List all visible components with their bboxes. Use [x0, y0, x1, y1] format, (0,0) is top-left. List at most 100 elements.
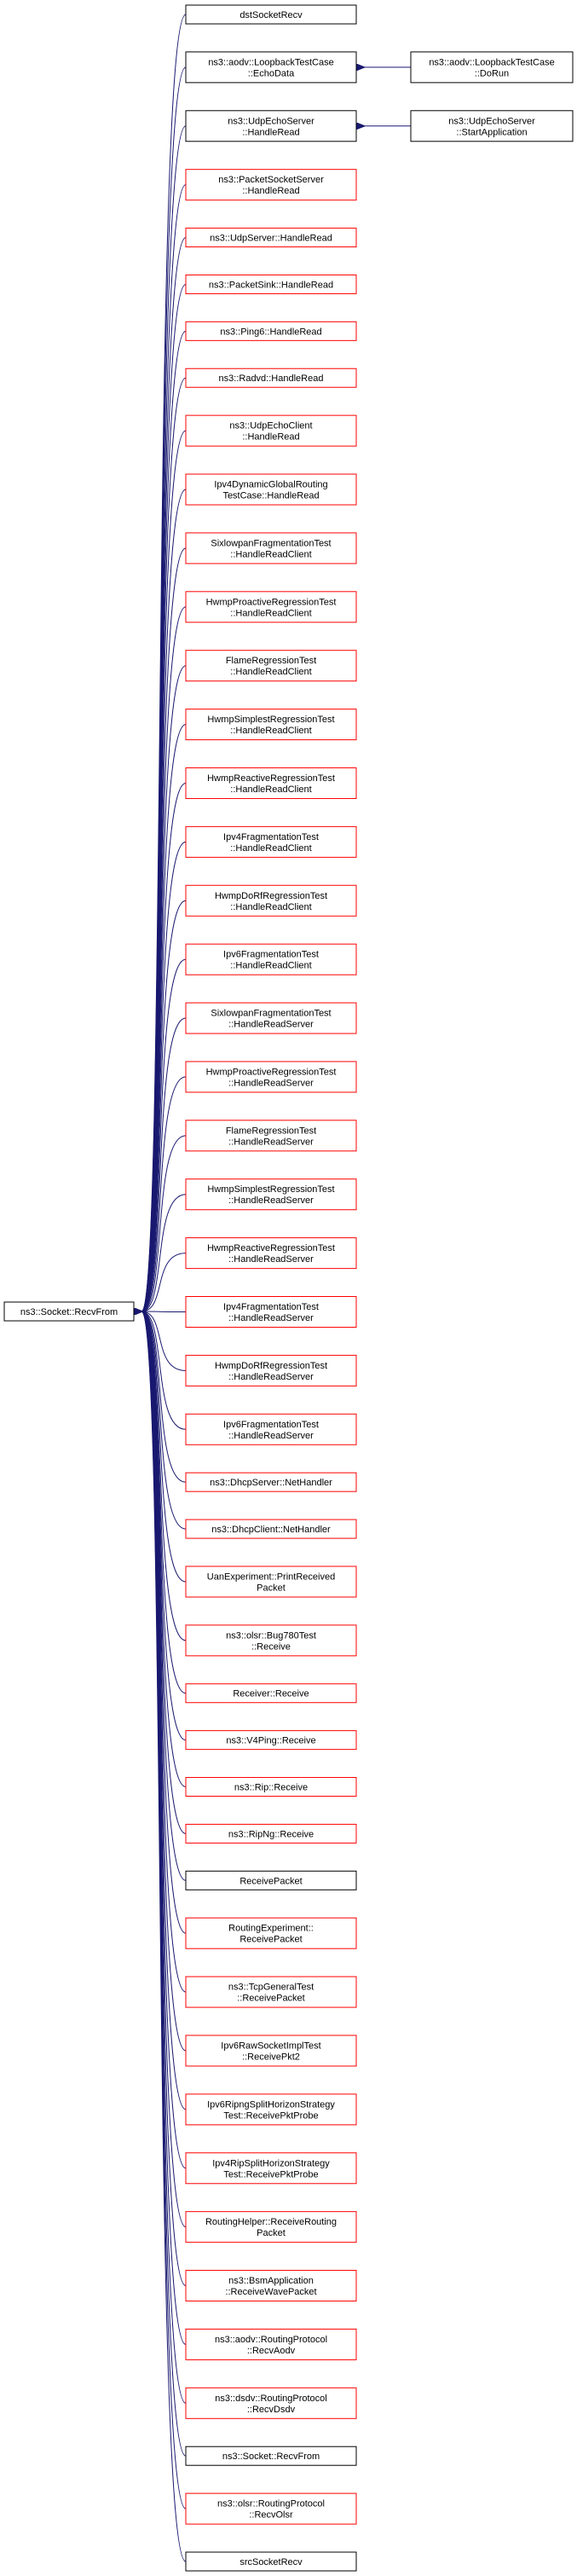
node-label: Test::ReceivePktProbe — [223, 2110, 318, 2121]
node-label: Ipv4FragmentationTest — [223, 832, 319, 842]
caller-node-ns3-udpechoclient-handleread[interactable]: ns3::UdpEchoClient::HandleRead — [185, 414, 357, 447]
caller-node-ns3-olsr-routingprotocol-recvolsr[interactable]: ns3::olsr::RoutingProtocol::RecvOlsr — [185, 2492, 357, 2525]
node-label: ::HandleRead — [242, 432, 299, 443]
node-box — [185, 1917, 357, 1949]
node-box — [185, 2093, 357, 2126]
node-label: ns3::Rip::Receive — [234, 1783, 308, 1793]
caller-node-hwmpdorfregressiontest-handlereadserver[interactable]: HwmpDoRfRegressionTest::HandleReadServer — [185, 1354, 357, 1386]
edge-hwmpsimplestregressiontest-handlereadclient-to-root — [141, 724, 187, 1311]
node-box — [185, 1296, 357, 1328]
caller-node-ns3-packetsocketserver-handleread[interactable]: ns3::PacketSocketServer::HandleRead — [185, 169, 357, 201]
node-label: ::ReceivePkt2 — [242, 2052, 300, 2062]
node-label: ns3::RipNg::Receive — [228, 1829, 314, 1839]
caller-node-routingexperiment-receivepacket[interactable]: RoutingExperiment::ReceivePacket — [185, 1917, 357, 1949]
node-label: Packet — [257, 2228, 286, 2238]
caller-node-ipv6fragmentationtest-handlereadclient[interactable]: Ipv6FragmentationTest::HandleReadClient — [185, 943, 357, 975]
caller-node-flameregressiontest-handlereadclient[interactable]: FlameRegressionTest::HandleReadClient — [185, 650, 357, 682]
node-box — [185, 110, 357, 142]
caller-node-ns3-radvd-handleread[interactable]: ns3::Radvd::HandleRead — [185, 368, 357, 388]
node-label: ReceivePacket — [239, 1935, 302, 1945]
caller-node-ns3-olsr-bug780test-receive[interactable]: ns3::olsr::Bug780Test::Receive — [185, 1624, 357, 1657]
node-label: ns3::dsdv::RoutingProtocol — [215, 2394, 326, 2404]
caller-node-ipv6ripngsplithorizonstrategytest-receivepktprobe[interactable]: Ipv6RipngSplitHorizonStrategyTest::Recei… — [185, 2093, 357, 2126]
node-label: HwmpReactiveRegressionTest — [207, 773, 335, 784]
node-box — [410, 51, 574, 84]
node-label: FlameRegressionTest — [226, 1126, 316, 1136]
caller-node-ipv4ripsplithorizonstrategytest-receivepktprobe[interactable]: Ipv4RipSplitHorizonStrategyTest::Receive… — [185, 2152, 357, 2185]
second-level-node-ns3-udpechoserver-startapplication[interactable]: ns3::UdpEchoServer::StartApplication — [410, 110, 574, 142]
caller-node-ns3-tcpgeneraltest-receivepacket[interactable]: ns3::TcpGeneralTest::ReceivePacket — [185, 1976, 357, 2008]
caller-node-dstsocketrecv[interactable]: dstSocketRecv — [185, 4, 357, 25]
caller-node-ipv4fragmentationtest-handlereadclient[interactable]: Ipv4FragmentationTest::HandleReadClient — [185, 825, 357, 858]
node-label: ::HandleRead — [242, 186, 299, 196]
node-box — [185, 1624, 357, 1657]
caller-node-ns3-bsmapplication-receivewavepacket[interactable]: ns3::BsmApplication::ReceiveWavePacket — [185, 2270, 357, 2302]
caller-node-sixlowpanfragmentationtest-handlereadclient[interactable]: SixlowpanFragmentationTest::HandleReadCl… — [185, 532, 357, 564]
caller-node-ns3-packetsink-handleread[interactable]: ns3::PacketSink::HandleRead — [185, 274, 357, 294]
edge-hwmpsimplestregressiontest-handlereadserver-to-root — [141, 1194, 187, 1311]
caller-node-ns3-v4ping-receive[interactable]: ns3::V4Ping::Receive — [185, 1730, 357, 1751]
second-level-node-ns3-aodv-loopbacktestcase-dorun[interactable]: ns3::aodv::LoopbackTestCase::DoRun — [410, 51, 574, 84]
node-label: ::DoRun — [475, 68, 509, 78]
node-label: ns3::V4Ping::Receive — [226, 1736, 315, 1746]
node-box — [185, 1178, 357, 1211]
caller-node-ns3-ping6-handleread[interactable]: ns3::Ping6::HandleRead — [185, 321, 357, 341]
caller-node-ns3-dhcpclient-nethandler[interactable]: ns3::DhcpClient::NetHandler — [185, 1519, 357, 1539]
caller-node-flameregressiontest-handlereadserver[interactable]: FlameRegressionTest::HandleReadServer — [185, 1120, 357, 1152]
caller-node-ns3-dsdv-routingprotocol-recvdsdv[interactable]: ns3::dsdv::RoutingProtocol::RecvDsdv — [185, 2387, 357, 2419]
caller-node-hwmpreactiveregressiontest-handlereadclient[interactable]: HwmpReactiveRegressionTest::HandleReadCl… — [185, 767, 357, 799]
node-label: ns3::PacketSocketServer — [218, 175, 324, 185]
node-label: ns3::Ping6::HandleRead — [220, 327, 321, 337]
node-label: ::EchoData — [248, 68, 295, 78]
node-box — [185, 414, 357, 447]
node-box — [185, 2492, 357, 2525]
caller-node-ipv4dynamicglobalroutingtestcase-handleread[interactable]: Ipv4DynamicGlobalRoutingTestCase::Handle… — [185, 473, 357, 506]
caller-node-hwmpproactiveregressiontest-handlereadserver[interactable]: HwmpProactiveRegressionTest::HandleReadS… — [185, 1061, 357, 1093]
caller-node-receivepacket[interactable]: ReceivePacket — [185, 1870, 357, 1890]
edge-ipv6fragmentationtest-handlereadclient-to-root — [141, 958, 187, 1311]
caller-node-hwmpreactiveregressiontest-handlereadserver[interactable]: HwmpReactiveRegressionTest::HandleReadSe… — [185, 1237, 357, 1270]
node-label: ns3::Socket::RecvFrom — [222, 2452, 320, 2462]
edge-uanexperiment-printreceivedpacket-to-root — [141, 1311, 187, 1583]
caller-node-hwmpsimplestregressiontest-handlereadserver[interactable]: HwmpSimplestRegressionTest::HandleReadSe… — [185, 1178, 357, 1211]
caller-node-srcsocketrecv[interactable]: srcSocketRecv — [185, 2551, 357, 2572]
caller-node-hwmpsimplestregressiontest-handlereadclient[interactable]: HwmpSimplestRegressionTest::HandleReadCl… — [185, 709, 357, 741]
caller-node-ns3-socket-recvfrom[interactable]: ns3::Socket::RecvFrom — [185, 2446, 357, 2466]
node-label: TestCase::HandleRead — [222, 491, 319, 501]
edge-ipv4fragmentationtest-handlereadserver-to-root — [141, 1311, 187, 1312]
caller-node-sixlowpanfragmentationtest-handlereadserver[interactable]: SixlowpanFragmentationTest::HandleReadSe… — [185, 1002, 357, 1034]
caller-node-ns3-udpechoserver-handleread[interactable]: ns3::UdpEchoServer::HandleRead — [185, 110, 357, 142]
caller-node-ipv6rawsocketimpltest-receivepkt2[interactable]: Ipv6RawSocketImplTest::ReceivePkt2 — [185, 2035, 357, 2067]
node-label: ::RecvDsdv — [247, 2405, 296, 2415]
node-box — [185, 4, 357, 25]
node-label: ::HandleReadServer — [228, 1254, 314, 1265]
caller-node-ns3-dhcpserver-nethandler[interactable]: ns3::DhcpServer::NetHandler — [185, 1472, 357, 1492]
node-box — [185, 532, 357, 564]
node-label: ns3::UdpServer::HandleRead — [210, 234, 332, 244]
node-box — [185, 169, 357, 201]
caller-node-ns3-aodv-loopbacktestcase-echodata[interactable]: ns3::aodv::LoopbackTestCase::EchoData — [185, 51, 357, 84]
caller-node-ipv6fragmentationtest-handlereadserver[interactable]: Ipv6FragmentationTest::HandleReadServer — [185, 1413, 357, 1445]
caller-node-ns3-ripng-receive[interactable]: ns3::RipNg::Receive — [185, 1823, 357, 1844]
caller-node-ns3-aodv-routingprotocol-recvaodv[interactable]: ns3::aodv::RoutingProtocol::RecvAodv — [185, 2328, 357, 2360]
node-box — [185, 2035, 357, 2067]
caller-node-hwmpproactiveregressiontest-handlereadclient[interactable]: HwmpProactiveRegressionTest::HandleReadC… — [185, 591, 357, 623]
node-label: srcSocketRecv — [239, 2557, 303, 2567]
node-label: ns3::Socket::RecvFrom — [20, 1307, 118, 1317]
node-label: Ipv6FragmentationTest — [223, 950, 319, 960]
root-node-socket-recvfrom[interactable]: ns3::Socket::RecvFrom — [3, 1301, 135, 1322]
node-box — [185, 1976, 357, 2008]
node-box — [185, 1777, 357, 1797]
caller-node-ns3-rip-receive[interactable]: ns3::Rip::Receive — [185, 1777, 357, 1797]
node-box — [185, 2328, 357, 2360]
edge-ipv4fragmentationtest-handlereadclient-to-root — [141, 841, 187, 1311]
caller-node-receiver-receive[interactable]: Receiver::Receive — [185, 1683, 357, 1704]
caller-node-ns3-udpserver-handleread[interactable]: ns3::UdpServer::HandleRead — [185, 228, 357, 248]
caller-node-ipv4fragmentationtest-handlereadserver[interactable]: Ipv4FragmentationTest::HandleReadServer — [185, 1296, 357, 1328]
edge-ipv6fragmentationtest-handlereadserver-to-root — [141, 1311, 187, 1430]
edges-layer — [141, 14, 411, 2562]
node-box — [185, 591, 357, 623]
caller-node-hwmpdorfregressiontest-handlereadclient[interactable]: HwmpDoRfRegressionTest::HandleReadClient — [185, 884, 357, 917]
